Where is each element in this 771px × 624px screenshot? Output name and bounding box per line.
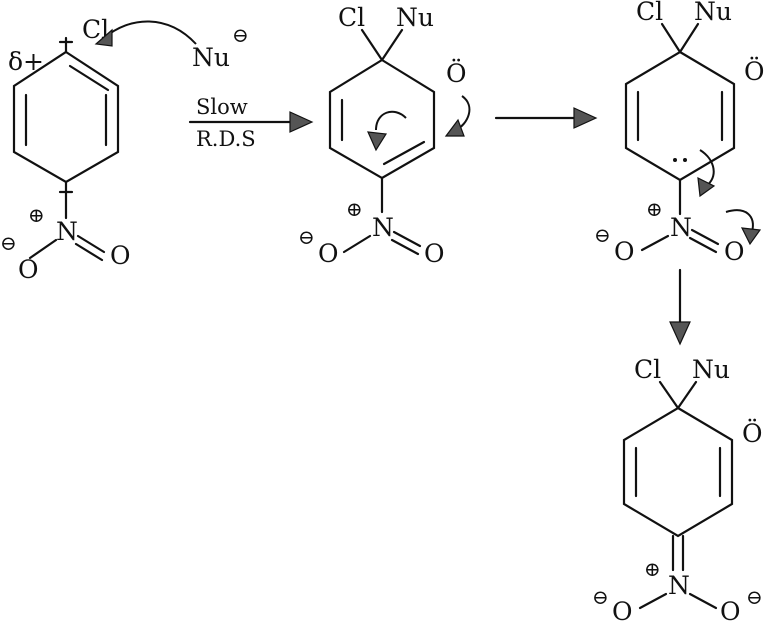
intermediate-1: Cl Nu Ö ⊕ N ⊖ O O <box>298 3 471 268</box>
n-o-double-bond <box>392 230 422 248</box>
nucleophile-label: Nu <box>396 3 434 32</box>
carbanion-charge: Ö <box>744 57 765 86</box>
c-cl-bond <box>660 22 682 54</box>
nucleophile-label: Nu <box>694 0 732 26</box>
partial-positive-label: δ+ <box>8 47 44 76</box>
n-o-single-bond <box>342 234 372 254</box>
n-o-double-bond <box>688 236 718 254</box>
c-cl-bond <box>658 380 680 410</box>
n-o-double-bond <box>390 238 420 256</box>
n-o-double-bond <box>690 228 720 246</box>
nitro-plus-charge: ⊕ <box>646 197 663 221</box>
c-nu-bond <box>676 380 698 410</box>
oxygen-label: O <box>110 241 131 270</box>
oxygen-label: O <box>612 597 633 624</box>
n-o-single-bond <box>28 238 58 260</box>
carbanion-charge: Ö <box>446 59 467 88</box>
nitro-n-label: N <box>670 213 692 242</box>
intermediate-ring <box>624 50 736 182</box>
ring-arrowhead-icon <box>367 131 388 152</box>
nucleophile-charge: ⊖ <box>232 23 249 47</box>
nitro-n-label: N <box>372 213 394 242</box>
reaction-arrow-3 <box>669 268 691 346</box>
nucleophile-label: Nu <box>192 43 230 72</box>
attack-curly-arrow <box>103 20 197 45</box>
ring-curly-arrow <box>375 110 407 131</box>
oxygen-label: O <box>724 237 745 266</box>
c-nu-bond <box>678 22 700 54</box>
product-molecule: Cl Nu Ö ⊕ N ⊖ O O ⊖ <box>592 355 763 624</box>
reaction-arrowhead-icon <box>669 321 691 346</box>
reactant-inner-bond <box>68 64 110 92</box>
nitro-n-label: N <box>668 571 690 600</box>
oxygen-label: O <box>18 255 39 284</box>
c-cl-bond <box>360 28 384 62</box>
arrow-label-rds: R.D.S <box>196 127 256 151</box>
oxygen-curly-arrow <box>725 209 754 233</box>
product-ring <box>622 406 734 538</box>
carbanion-charge: Ö <box>742 419 763 448</box>
intermediate-ring <box>328 58 436 180</box>
n-o-double-bond <box>76 234 106 254</box>
lone-pair-dot <box>673 158 677 162</box>
nitro-plus-charge: ⊕ <box>346 197 363 221</box>
reaction-arrow-slow: Slow R.D.S <box>188 95 314 151</box>
nitro-n-label: N <box>56 217 78 246</box>
reaction-arrowhead-icon <box>573 107 598 129</box>
electron-arrowhead-icon <box>444 118 465 137</box>
chlorine-label: Cl <box>338 3 365 32</box>
oxygen-label: O <box>318 239 339 268</box>
nucleophile-label: Nu <box>692 355 730 384</box>
oxygen-label: O <box>424 239 445 268</box>
oxygen-label: O <box>720 597 741 624</box>
oxygen-minus-charge: ⊖ <box>592 585 609 609</box>
oxygen-minus-charge: ⊖ <box>0 231 17 255</box>
oxygen-minus-charge: ⊖ <box>298 225 315 249</box>
nitro-plus-charge: ⊕ <box>28 203 45 227</box>
reactant-molecule: δ+ Cl Nu ⊖ ⊕ N ⊖ O O <box>0 15 249 284</box>
reaction-arrow-2 <box>494 107 598 129</box>
arrow-label-slow: Slow <box>196 95 248 119</box>
chlorine-label: Cl <box>634 355 661 384</box>
ring-double-bond <box>382 140 426 166</box>
oxygen-minus-charge: ⊖ <box>746 585 763 609</box>
n-o-single-bond <box>640 234 670 252</box>
nitro-plus-charge: ⊕ <box>644 557 661 581</box>
n-o-single-bond <box>638 592 668 610</box>
n-o-double-bond <box>74 242 104 262</box>
attack-arrowhead-icon <box>94 28 113 47</box>
intermediate-2: Cl Nu Ö ⊕ N ⊖ O O <box>594 0 765 266</box>
oxygen-arrowhead-icon <box>740 227 762 246</box>
n-o-single-bond <box>688 592 718 610</box>
reaction-arrowhead-icon <box>289 111 314 133</box>
lone-pair-dot <box>683 158 687 162</box>
oxygen-minus-charge: ⊖ <box>594 223 611 247</box>
oxygen-label: O <box>614 237 635 266</box>
chlorine-label: Cl <box>636 0 663 26</box>
electron-arrowhead-icon <box>697 176 716 198</box>
c-nu-bond <box>380 28 404 62</box>
